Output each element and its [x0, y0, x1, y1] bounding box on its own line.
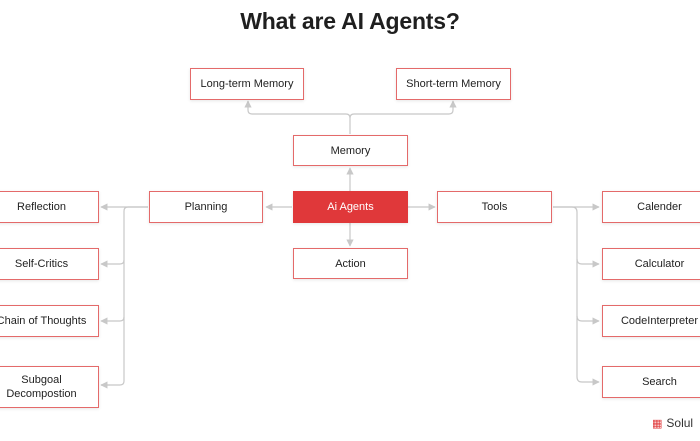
ai-agents-center-node: Ai Agents: [293, 191, 408, 223]
calender-node: Calender: [602, 191, 700, 223]
self-critics-node: Self-Critics: [0, 248, 99, 280]
long-term-memory-node: Long-term Memory: [190, 68, 304, 100]
subgoal-decomposition-node: Subgoal Decompostion: [0, 366, 99, 408]
search-node: Search: [602, 366, 700, 398]
code-interpreter-node: CodeInterpreter: [602, 305, 700, 337]
planning-node: Planning: [149, 191, 263, 223]
brand-logo-text: Solul: [666, 416, 694, 430]
reflection-node: Reflection: [0, 191, 99, 223]
brand-logo: ▦ Solul: [652, 416, 693, 430]
action-node: Action: [293, 248, 408, 279]
memory-node: Memory: [293, 135, 408, 166]
short-term-memory-node: Short-term Memory: [396, 68, 511, 100]
chain-of-thoughts-node: Chain of Thoughts: [0, 305, 99, 337]
solulab-logo-icon: ▦: [652, 417, 663, 430]
calculator-node: Calculator: [602, 248, 700, 280]
tools-node: Tools: [437, 191, 552, 223]
diagram-title: What are AI Agents?: [240, 8, 460, 34]
